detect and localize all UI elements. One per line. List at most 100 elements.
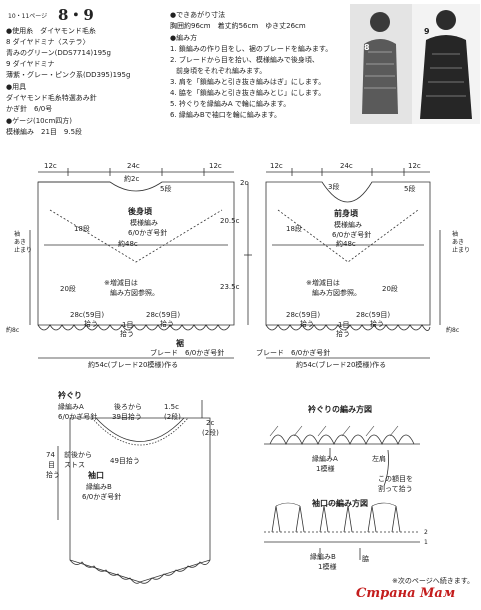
model-photo: 8 9 [350,4,480,124]
neck-band [91,417,189,446]
sleeve-mark-left-c: 止まり [14,247,33,254]
watermark-logo: Страна Мам [356,586,456,601]
back-inner-chevron [49,209,223,263]
chart-a-pattern: 1模様 [316,465,335,473]
chart-b-pattern: 1模様 [318,563,337,571]
sleeve-mark-right-a: 袖 [452,231,459,238]
chart-a-hole-a: この額目を [378,475,413,483]
sleeve-mark-left-b: あき [14,239,27,246]
front-dim-12-left: 12c [270,162,283,170]
yarn-label: ●使用糸 ダイヤモンド毛糸 [6,27,96,35]
front-note-a: ※増減目は [306,279,340,287]
method-step-2: 2. ブレードから目を拾い、模様編みで後身頃、 [170,56,319,64]
photo-label-9: 9 [424,27,430,36]
front-dim-8c: 約8c [446,327,460,334]
chart-b-stitches [271,505,401,533]
back-dim-12-right: 12c [209,162,222,170]
method-step-3: 3. 肩を「鎖編みと引き抜き編みはぎ」にします。 [170,78,326,86]
chart-b-title: 袖口の編み方図 [312,499,368,508]
back-body-outline [37,181,235,326]
neck-opening [95,417,185,442]
gauge-value: 模様編み 21目 9.5段 [6,128,83,136]
neck-dim-2dan-b: (2段) [202,429,219,437]
cuff-title: 袖口 [88,471,104,480]
back-dim-24: 24c [127,162,140,170]
center-dim-23-5: 23.5c [220,283,240,291]
front-pick-left: 28c(59目) [286,311,321,319]
tools-hook: かぎ針 6/0号 [6,105,53,113]
chart-a-edge: 縁編みA [312,455,338,463]
back-needle: 6/0かぎ号針 [128,229,168,237]
hem-total-left: 約54c(ブレード20模様)作る [88,361,179,369]
hem-braid-left: ブレード 6/0かぎ号針 [150,349,225,357]
pattern-number-title: 8・9 [58,6,94,24]
back-dim-8c: 約8c [6,327,20,334]
front-one-stitch-2: 拾う [336,330,350,338]
front-dim-5dan: 5段 [404,185,416,193]
model-photo-illustration [350,4,480,124]
center-dim-2c: 2c [240,179,249,187]
neck-edge-a: 縁編みA [58,403,84,411]
back-pattern: 模様編み [130,219,158,227]
yarn-8-color: 青みのグリーン(DDS7714)195g [6,49,111,57]
front-rows-18: 18段 [286,225,302,233]
sleeve-mark-left-a: 袖 [14,231,21,238]
neck-dim-1-5: 1.5c [164,403,179,411]
hem-label: 裾 [176,339,184,348]
back-pick-left: 28c(59目) [70,311,105,319]
cuff-from-a: 前後から [64,451,92,459]
cuff-from-b: ストス [64,461,85,469]
sleeve-mark-right-c: 止まり [452,247,471,254]
chart-b-edge: 縁編みB [310,553,336,561]
back-pick-right: 28c(59目) [146,311,181,319]
back-rows-20: 20段 [60,285,76,293]
neck-back-pick-a: 後ろから [114,403,142,411]
yarn-9-name: 9 ダイヤドミナ [6,60,55,68]
neck-needle: 6/0かぎ号針 [58,413,98,421]
front-needle: 6/0かぎ号針 [332,231,372,239]
neck-title: 衿ぐり [58,391,82,400]
front-pattern: 模様編み [334,221,362,229]
cuff-edge-b: 縁編みB [86,483,112,491]
front-pick-right-2: 拾う [370,320,384,328]
tools-needle: ダイヤモンド毛糸特選あみ針 [6,94,97,102]
sleeve-mark-right-b: あき [452,239,465,246]
method-step-4: 4. 脇を「鎖編みと引き抜き編みとじ」にします。 [170,89,326,97]
page-reference: 10・11ページ [8,13,48,20]
front-pick-left-2: 拾う [300,320,314,328]
back-note-b: 編み方図参照。 [110,289,159,297]
yarn-9-color: 薄紫・グレー・ピンク系(DD395)195g [6,71,131,79]
front-dim-3dan: 3段 [328,183,340,191]
front-title: 前身頃 [334,209,358,218]
front-pick-right: 28c(59目) [356,311,391,319]
hem-total-right: 約54c(ブレード20模様)作る [296,361,387,369]
cuff-pick-74: 74 [46,451,55,459]
neck-dim-2dan: (2段) [164,413,181,421]
size-value: 胸囲約96cm 着丈約56cm ゆき丈26cm [170,22,306,30]
method-label: ●編み方 [170,34,198,42]
chart-a-left-front: 左肩 [372,455,386,463]
chart-a-stitches [269,434,415,445]
back-pick-left-2: 拾う [84,320,98,328]
back-width-48: 約48c [118,240,138,248]
photo-label-8: 8 [364,43,370,52]
back-dim-12-left: 12c [44,162,57,170]
method-step-6: 6. 縁編みBで袖口を輪に編みます。 [170,111,282,119]
neck-back-pick-b: 39目拾う [112,413,142,421]
front-width-48: 約48c [336,240,356,248]
chart-a-hole-b: 割って拾う [378,485,413,493]
neck-dim-2c: 2c [206,419,215,427]
front-body-outline [265,181,431,326]
method-step-2b: 前身頃をそれぞれ編みます。 [176,67,267,75]
method-step-5: 5. 衿ぐりを縁編みA で輪に編みます。 [170,100,291,108]
back-title: 後身頃 [128,207,152,216]
front-dim-24: 24c [340,162,353,170]
continue-note: ※次のページへ続きます。 [392,577,475,585]
hem-braid-right: ブレード 6/0かぎ号針 [256,349,331,357]
front-note-b: 編み方図参照。 [312,289,361,297]
chart-a-title: 衿ぐりの編み方図 [308,405,372,414]
yarn-8-name: 8 ダイヤドミナ〈ステラ〉 [6,38,90,46]
back-pick-right-2: 拾う [160,320,174,328]
